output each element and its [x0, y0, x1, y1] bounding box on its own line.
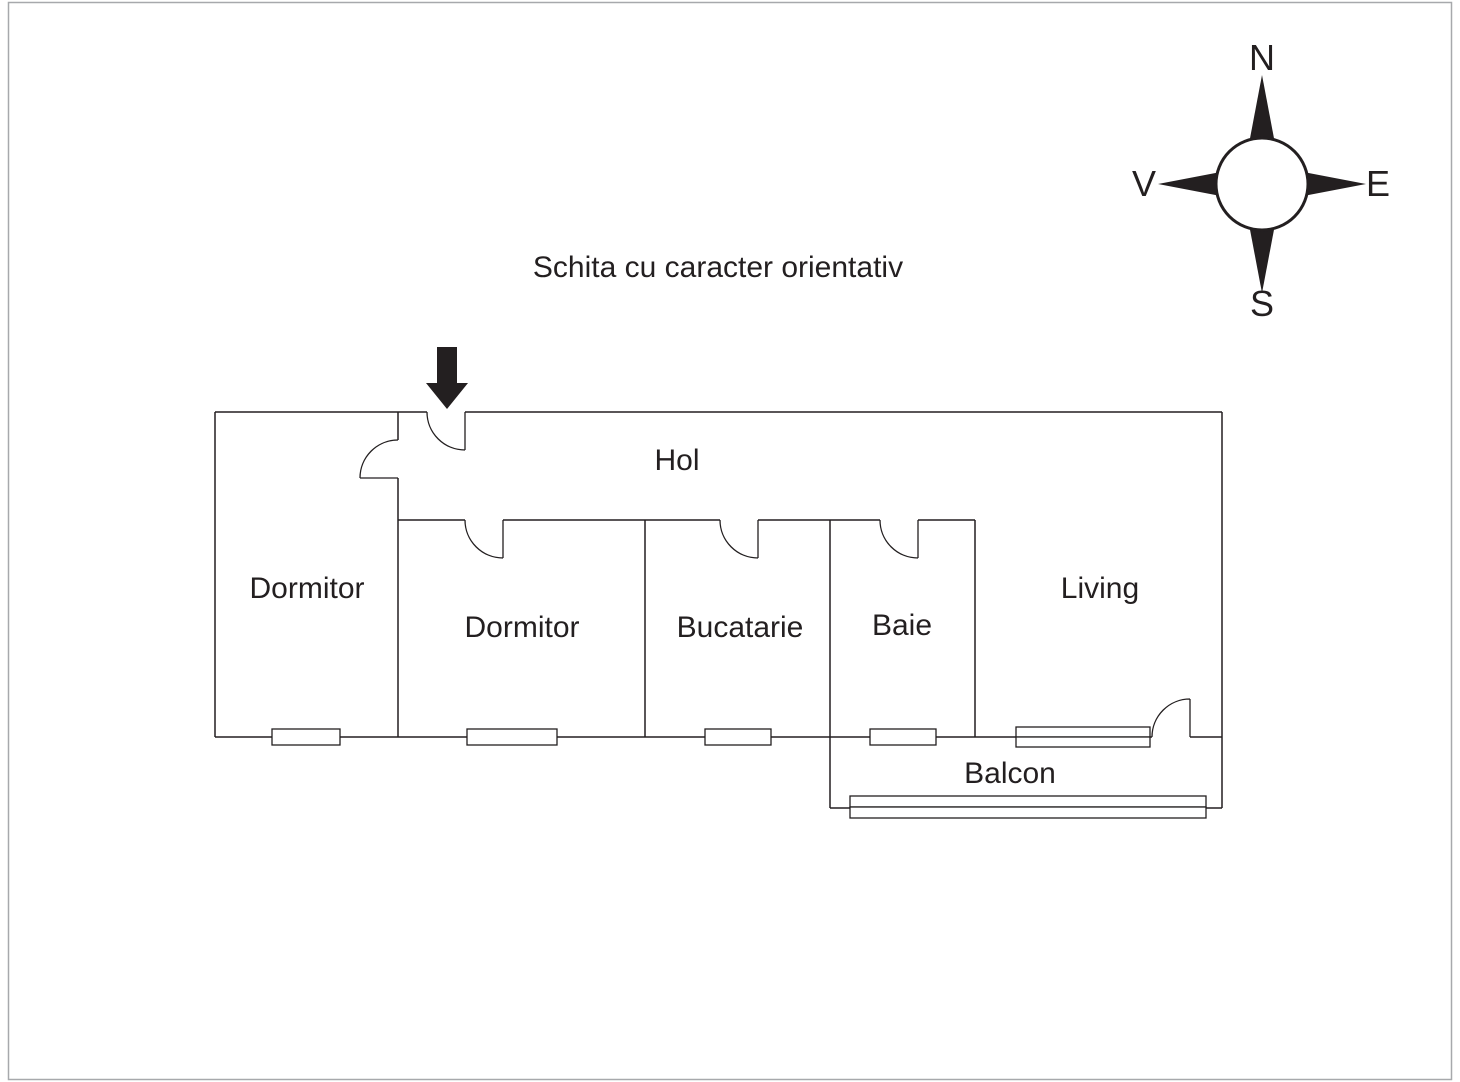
entrance-door-arc [426, 411, 466, 451]
compass-label-south: S [1250, 283, 1274, 324]
room-labels: Hol Dormitor Dormitor Bucatarie Baie Liv… [249, 444, 1139, 790]
window-dormitor2 [466, 728, 558, 746]
balcony-railing-upper [849, 795, 1207, 808]
compass-center-circle [1214, 136, 1310, 232]
window-dormitor1 [271, 728, 341, 746]
room-label-dormitor2: Dormitor [464, 611, 579, 644]
dormitor2-door-arc [464, 519, 504, 559]
compass-label-east: E [1366, 163, 1390, 204]
dormitor1-door-arc [359, 439, 399, 479]
room-label-baie: Baie [872, 609, 932, 642]
wall-lines [214, 411, 1223, 809]
doors [359, 411, 1191, 738]
diagram-title: Schita cu caracter orientativ [533, 251, 903, 284]
page-border [7, 1, 1453, 1081]
compass-rose-icon: N E S V [1132, 37, 1390, 324]
window-living-upper [1015, 726, 1151, 738]
window-bucatarie [704, 728, 772, 746]
room-label-balcon: Balcon [964, 757, 1056, 790]
compass-label-west: V [1132, 163, 1156, 204]
balcony-railing-lower [849, 806, 1207, 819]
windows [271, 726, 1207, 819]
entrance-arrow-icon [426, 347, 468, 409]
room-label-bucatarie: Bucatarie [677, 611, 804, 644]
window-living-lower [1015, 736, 1151, 748]
compass-label-north: N [1249, 37, 1275, 78]
room-label-dormitor1: Dormitor [249, 572, 364, 605]
window-baie [869, 728, 937, 746]
baie-door-arc [879, 519, 919, 559]
room-label-hol: Hol [654, 444, 699, 477]
apartment-walls [214, 411, 1223, 809]
balcony-door-arc [1151, 698, 1191, 738]
room-label-living: Living [1061, 572, 1139, 605]
bucatarie-door-arc [719, 519, 759, 559]
